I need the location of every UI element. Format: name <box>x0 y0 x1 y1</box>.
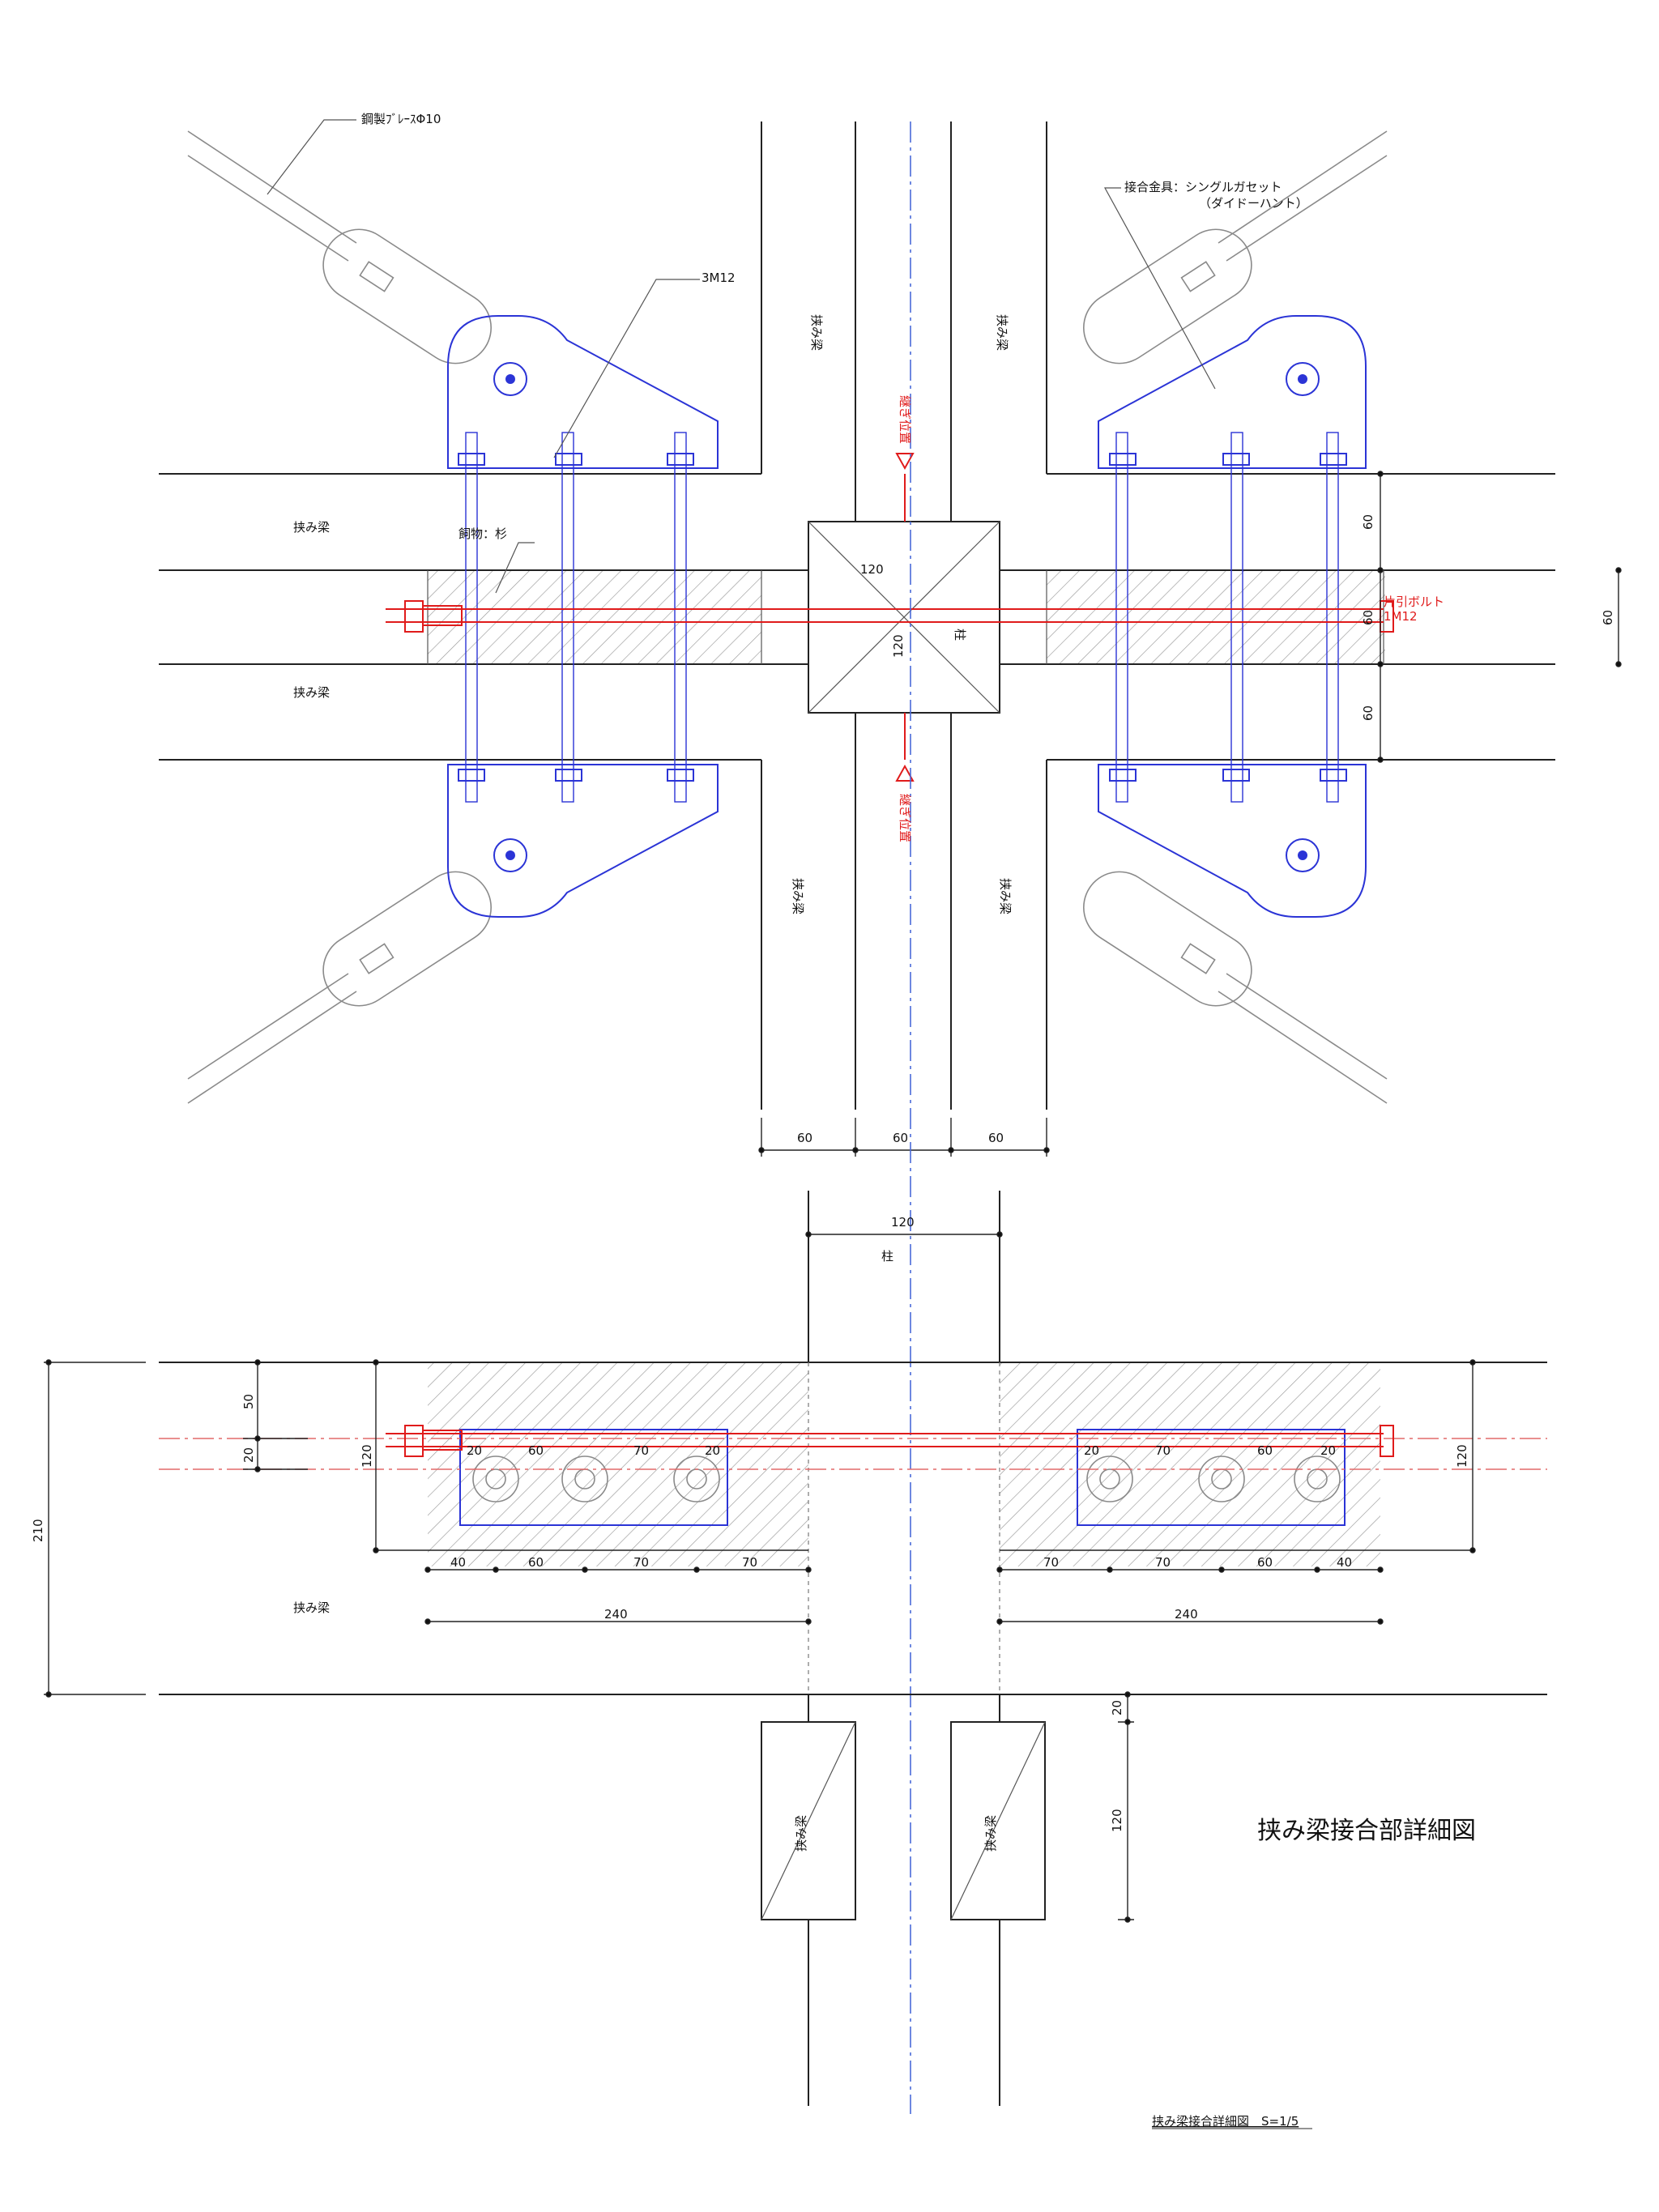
dim-r-60-1: 60 <box>1361 514 1375 530</box>
vertical-beam-lines <box>761 121 1047 1110</box>
sec-dim-120-low: 120 <box>1110 1809 1124 1832</box>
sec-l-20a: 20 <box>467 1443 482 1458</box>
gusset-pins <box>493 362 1320 872</box>
dim-r-60-3: 60 <box>1361 705 1375 721</box>
sec-dim-120-top: 120 <box>891 1215 915 1230</box>
filler-label: 飼物：杉 <box>458 526 507 541</box>
column-label-section: 柱 <box>881 1249 893 1264</box>
dim-col-120-v: 120 <box>891 634 906 658</box>
beam-label-2: 挟み梁 <box>293 685 330 700</box>
low-beam-label-2: 挟み梁 <box>983 1815 998 1852</box>
filler-outline <box>427 570 1384 664</box>
sec-240-l: 240 <box>604 1607 628 1622</box>
sec-dim-20-left: 20 <box>241 1447 256 1463</box>
sec-240-r: 240 <box>1175 1607 1198 1622</box>
sec-b-40-l: 40 <box>450 1555 466 1570</box>
sec-r-20b: 20 <box>1320 1443 1336 1458</box>
sec-b-70-r2: 70 <box>1155 1555 1171 1570</box>
section-hatch-left <box>428 1362 808 1566</box>
gap-left <box>761 570 808 664</box>
gusset-label-1: 接合金具：シングルガセット <box>1124 180 1282 194</box>
through-bolt-label-2: 1M12 <box>1384 609 1418 624</box>
sec-l-20b: 20 <box>705 1443 720 1458</box>
lower-beam-sections <box>761 1721 1046 1920</box>
sec-r-60: 60 <box>1257 1443 1273 1458</box>
dim-b-60-1: 60 <box>797 1131 812 1145</box>
gusset-label-2: （ダイドーハント） <box>1199 196 1308 211</box>
steel-braces <box>187 130 1388 1104</box>
sec-dim-210: 210 <box>31 1519 45 1542</box>
v-beam-label-1: 挟み梁 <box>809 314 824 351</box>
gusset-bolts <box>458 432 1347 803</box>
sec-l-60: 60 <box>528 1443 544 1458</box>
joint-label-1: 継ぎ位置 <box>898 395 912 444</box>
sec-dim-120-right: 120 <box>1455 1444 1469 1468</box>
section-hatch-right <box>1000 1362 1380 1566</box>
v-beam-label-3: 挟み梁 <box>791 878 805 914</box>
sec-l-70: 70 <box>633 1443 649 1458</box>
dim-r-60-4: 60 <box>1601 610 1615 625</box>
brace-label: 鋼製ﾌﾞﾚｰｽΦ10 <box>361 112 441 126</box>
plan-view <box>159 119 1622 1157</box>
joint-markers <box>895 453 915 782</box>
plan-dims-bottom <box>758 1118 1050 1157</box>
sec-b-60-r: 60 <box>1257 1555 1273 1570</box>
v-beam-label-2: 挟み梁 <box>995 314 1009 351</box>
horizontal-beam-lines <box>159 473 1555 761</box>
sec-b-70-r1: 70 <box>1043 1555 1059 1570</box>
dim-b-60-2: 60 <box>893 1131 908 1145</box>
gap-right <box>1000 570 1047 664</box>
leaders <box>267 119 1216 594</box>
section-beam-lines <box>159 1191 1547 2106</box>
section-view <box>44 1191 1547 2106</box>
plan-labels: 鋼製ﾌﾞﾚｰｽΦ10 3M12 接合金具：シングルガセット （ダイドーハント） … <box>293 112 1615 1145</box>
plan-dims-right <box>1377 471 1622 763</box>
sec-dim-20-low: 20 <box>1110 1700 1124 1715</box>
column-label-plan: 柱 <box>953 629 967 641</box>
sec-r-20a: 20 <box>1084 1443 1099 1458</box>
sec-r-70: 70 <box>1155 1443 1171 1458</box>
low-beam-label-1: 挟み梁 <box>794 1815 808 1852</box>
sec-dim-50: 50 <box>241 1394 256 1409</box>
section-labels: 120 柱 210 50 20 120 120 20 60 70 20 20 7… <box>31 1215 1469 1852</box>
through-bolt-label-1: 片引ボルト <box>1384 595 1444 609</box>
section-dims <box>44 1231 1476 1923</box>
sec-b-40-r: 40 <box>1337 1555 1352 1570</box>
sec-b-70-l1: 70 <box>633 1555 649 1570</box>
beam-label-1: 挟み梁 <box>293 520 330 535</box>
sec-dim-120-left: 120 <box>360 1444 374 1468</box>
bolts-label: 3M12 <box>702 271 736 285</box>
v-beam-label-4: 挟み梁 <box>998 878 1013 914</box>
dim-col-120-h: 120 <box>860 562 884 577</box>
dim-r-60-2: 60 <box>1361 610 1375 625</box>
sec-b-70-l2: 70 <box>742 1555 757 1570</box>
through-bolt-section <box>386 1425 1394 1457</box>
joint-label-2: 継ぎ位置 <box>898 794 912 842</box>
through-bolt-plan <box>386 600 1394 633</box>
drawing-caption: 挟み梁接合詳細図 S=1/5 <box>1152 2114 1299 2129</box>
sec-beam-label: 挟み梁 <box>293 1600 330 1615</box>
drawing-title: 挟み梁接合部詳細図 <box>1257 1817 1476 1845</box>
gusset-plates <box>447 315 1367 918</box>
dim-b-60-3: 60 <box>988 1131 1004 1145</box>
sec-b-60-l: 60 <box>528 1555 544 1570</box>
section-bolt-holes <box>472 1455 1341 1502</box>
